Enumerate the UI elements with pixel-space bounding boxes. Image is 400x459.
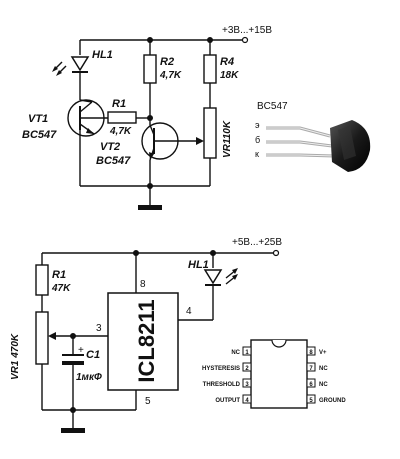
pin-1-name: NC bbox=[231, 350, 240, 356]
ground-symbol-2 bbox=[61, 428, 85, 433]
pinout-notch bbox=[271, 339, 287, 348]
vt2-label: VT2 bbox=[100, 141, 120, 153]
led-hl1-2 bbox=[203, 268, 238, 286]
vt1-label: VT1 bbox=[28, 113, 48, 125]
r1-2-label: R1 bbox=[52, 269, 66, 281]
pin-4-name: OUTPUT bbox=[215, 398, 240, 404]
pin-num-6: 6 bbox=[309, 382, 313, 388]
vr1-label: VR110K bbox=[222, 120, 233, 158]
pin-5-name: GROUND bbox=[319, 398, 346, 404]
pin-8-label: 8 bbox=[140, 279, 146, 290]
svg-text:+: + bbox=[78, 345, 84, 356]
supply-terminal bbox=[241, 36, 249, 44]
resistor-r1 bbox=[107, 111, 137, 124]
pin-num-2: 2 bbox=[245, 366, 249, 372]
pin-3-name: THRESHOLD bbox=[203, 382, 241, 388]
pin-7-name: NC bbox=[319, 366, 328, 372]
r1-label: R1 bbox=[112, 98, 126, 110]
hl1-label: HL1 bbox=[92, 49, 113, 61]
pin-4-label: 4 bbox=[186, 306, 192, 317]
circuit-1: +3В...+15В HL1 VT1 BC547 R1 4,7K bbox=[22, 25, 272, 210]
pin-e-label: э bbox=[255, 120, 260, 130]
resistor-r2 bbox=[143, 54, 157, 84]
pin-num-3: 3 bbox=[245, 382, 249, 388]
circuit-2: +5В...+25В R1 47K VR1 470K + C1 1мкФ ICL… bbox=[10, 237, 282, 433]
supply-label-2: +5В...+25В bbox=[232, 237, 282, 248]
pinout-diagram: 1 2 3 4 NC HYSTERESIS THRESHOLD OUTPUT 8… bbox=[202, 339, 346, 409]
vt1-type: BC547 bbox=[22, 129, 57, 141]
hl1-2-label: HL1 bbox=[188, 259, 209, 271]
pin-num-8: 8 bbox=[309, 350, 313, 356]
pin-num-4: 4 bbox=[245, 398, 249, 404]
bc547-picture: BC547 э б к bbox=[255, 101, 371, 172]
led-hl1 bbox=[52, 56, 90, 76]
pin-num-7: 7 bbox=[309, 366, 313, 372]
r2-label: R2 bbox=[160, 56, 174, 68]
icl8211-chip bbox=[107, 292, 179, 391]
ground-symbol bbox=[138, 205, 162, 210]
pinout-package bbox=[250, 339, 308, 409]
supply-terminal-2 bbox=[272, 249, 280, 257]
r4-label: R4 bbox=[220, 56, 234, 68]
pin-8-name: V+ bbox=[319, 350, 327, 356]
r1-value: 4,7K bbox=[109, 126, 132, 137]
pin-3-label: 3 bbox=[96, 323, 102, 334]
pin-b-label: б bbox=[255, 135, 260, 145]
transistor-vt2 bbox=[141, 122, 179, 161]
vr1-2-label: VR1 470K bbox=[10, 333, 21, 380]
chip-label: ICL8211 bbox=[134, 299, 159, 382]
resistor-r1-2 bbox=[35, 264, 49, 296]
junction-dot bbox=[147, 183, 153, 189]
pin-num-1: 1 bbox=[245, 350, 249, 356]
resistor-r4 bbox=[203, 54, 217, 84]
pin-2-name: HYSTERESIS bbox=[202, 366, 240, 372]
potentiometer-vr1-2 bbox=[35, 311, 49, 365]
capacitor-c1-plate bbox=[62, 361, 84, 365]
pin-5-label: 5 bbox=[145, 396, 151, 407]
r2-value: 4,7K bbox=[159, 70, 182, 81]
r1-2-value: 47K bbox=[51, 283, 71, 294]
pin-c-label: к bbox=[255, 149, 259, 159]
c1-value: 1мкФ bbox=[76, 372, 102, 383]
supply-label: +3В...+15В bbox=[222, 25, 272, 36]
r4-value: 18K bbox=[220, 70, 239, 81]
bc547-title: BC547 bbox=[257, 101, 288, 112]
pin-6-name: NC bbox=[319, 382, 328, 388]
potentiometer-vr1 bbox=[203, 107, 217, 159]
pin-num-5: 5 bbox=[309, 398, 313, 404]
c1-label: C1 bbox=[86, 349, 100, 361]
vt2-type: BC547 bbox=[96, 155, 131, 167]
